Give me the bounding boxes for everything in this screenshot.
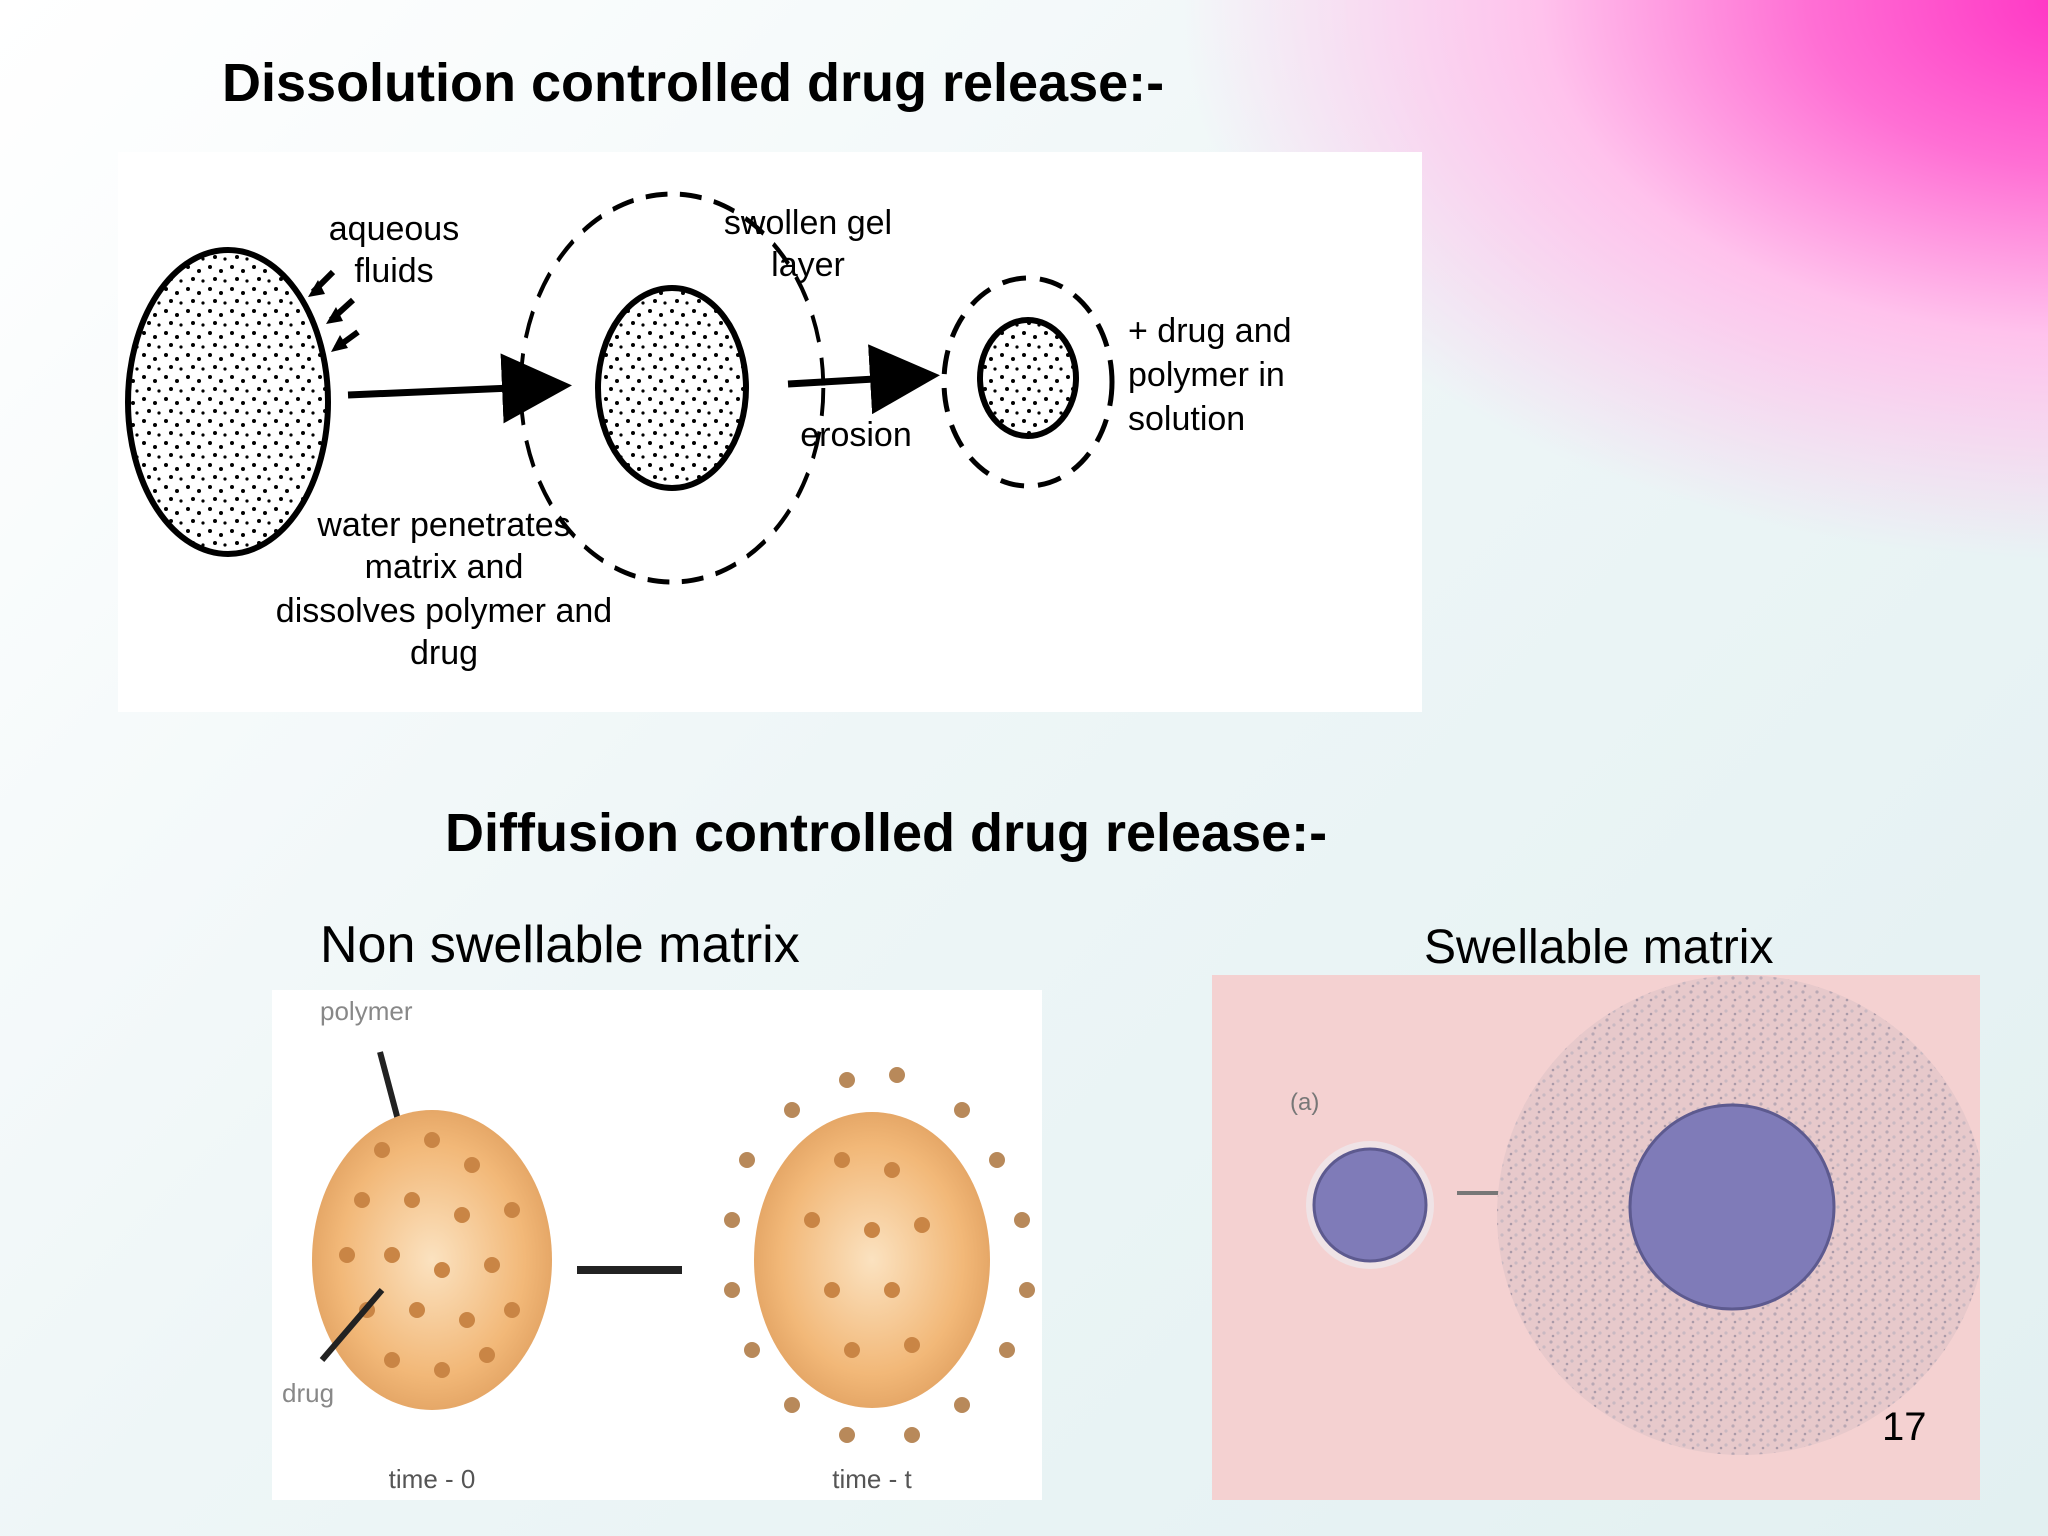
page-number: 17 xyxy=(1882,1405,1927,1449)
swellable-label: Swellable matrix xyxy=(1424,921,1774,974)
drug-label: drug xyxy=(282,1378,334,1408)
sphere-time-0 xyxy=(312,1110,552,1410)
result-label-2: polymer in xyxy=(1128,356,1285,394)
water-label-2: matrix and xyxy=(365,548,524,586)
swollen-core xyxy=(1628,1103,1836,1311)
non-swellable-diagram: polymer drug time - 0 time - t xyxy=(272,990,1042,1500)
erosion-label: erosion xyxy=(800,416,912,454)
sphere-time-t xyxy=(754,1112,990,1408)
aqueous-label: aqueous xyxy=(329,210,459,248)
dissolution-diagram: aqueous fluids swollen gel layer erosion… xyxy=(118,152,1422,712)
matrix-sphere xyxy=(125,247,331,557)
eroding-core xyxy=(977,317,1079,439)
swellable-diagram: (a) xyxy=(1212,975,1980,1500)
layer-label: layer xyxy=(771,246,845,284)
water-label-3: dissolves polymer and xyxy=(276,592,612,630)
swollen-core xyxy=(595,285,749,491)
result-label-1: + drug and xyxy=(1128,312,1292,350)
dry-matrix-core xyxy=(1312,1147,1428,1263)
diffusion-heading: Diffusion controlled drug release:- xyxy=(445,803,1328,863)
time-t-label: time - t xyxy=(832,1464,912,1494)
dissolution-heading: Dissolution controlled drug release:- xyxy=(222,53,1165,113)
fluids-label: fluids xyxy=(354,252,433,290)
water-label-1: water penetrates xyxy=(316,506,570,544)
polymer-label: polymer xyxy=(320,996,413,1026)
time-0-label: time - 0 xyxy=(389,1464,476,1494)
panel-a-label: (a) xyxy=(1290,1089,1319,1116)
eroding-outer xyxy=(941,275,1115,489)
result-label-3: solution xyxy=(1128,400,1245,438)
water-label-4: drug xyxy=(410,634,478,672)
swollen-label: swollen gel xyxy=(724,204,892,242)
non-swellable-label: Non swellable matrix xyxy=(320,916,800,974)
